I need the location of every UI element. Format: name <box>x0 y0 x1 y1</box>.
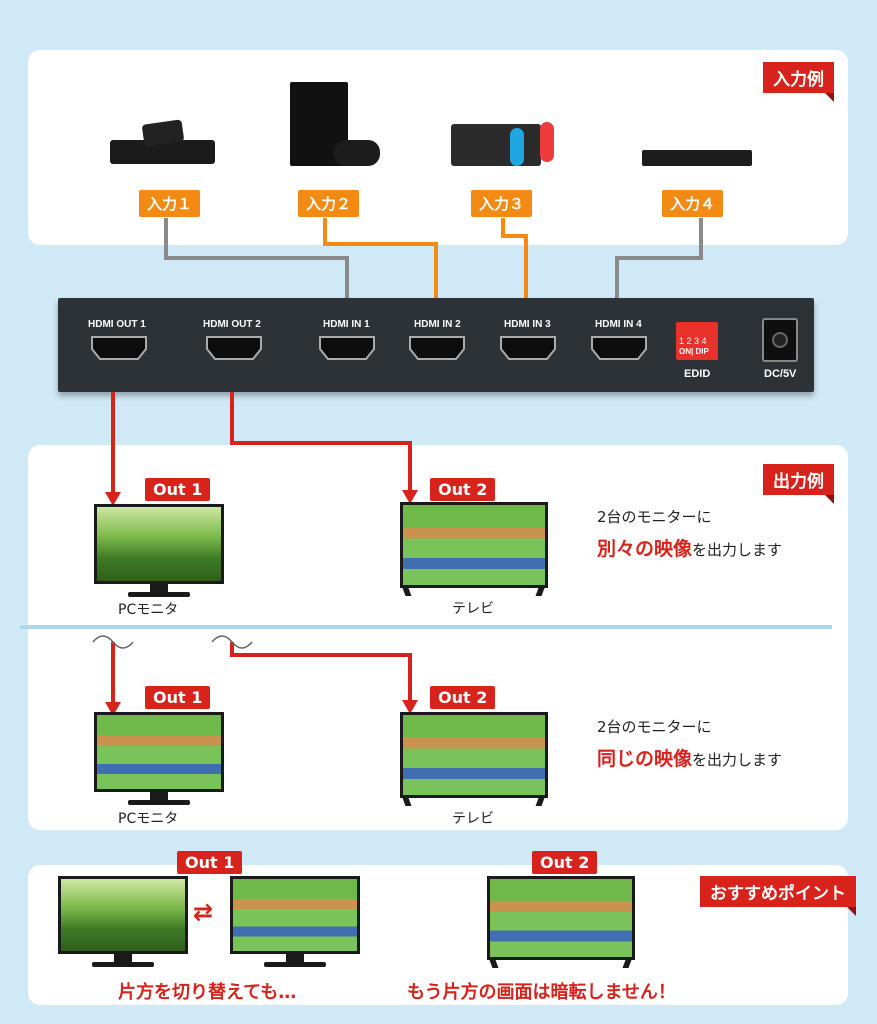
dip-switch[interactable]: 1 2 3 4 ON| DIP <box>676 322 718 360</box>
point-middle-monitor-screen <box>230 876 360 954</box>
case1-pc-monitor-base <box>128 592 190 597</box>
case2-pc-monitor-stand <box>150 792 168 800</box>
case2-description-line1: 2台のモニターに <box>597 718 712 736</box>
case1-pc-monitor-stand <box>150 584 168 592</box>
case1-description-line1: 2台のモニターに <box>597 508 712 526</box>
output-wires <box>92 392 418 716</box>
point-left-monitor-base <box>92 962 154 967</box>
point-out1-label: Out 1 <box>177 851 243 874</box>
point-right-text: もう片方の画面は暗転しません！ <box>407 982 676 1003</box>
dc-power-port[interactable] <box>762 318 798 362</box>
bluray-recorder-image <box>642 150 752 166</box>
case2-description-line2: 同じの映像を出力します <box>597 744 782 771</box>
case2-tv-screen <box>400 712 548 798</box>
point-left-monitor-stand <box>114 954 132 962</box>
port-label-in3: HDMI IN 3 <box>504 319 551 330</box>
joycon-blue-image <box>510 128 524 166</box>
edid-label: EDID <box>684 368 711 380</box>
dip-switch-sub: ON| DIP <box>679 347 709 356</box>
port-label-out2: HDMI OUT 2 <box>203 319 261 330</box>
dc-power-hole <box>772 332 788 348</box>
case2-tv-caption: テレビ <box>452 811 494 827</box>
case1-rest: を出力します <box>692 541 783 559</box>
case1-highlight: 別々の映像 <box>597 538 693 560</box>
point-left-monitor-screen <box>58 876 188 954</box>
hdmi-in-3-port[interactable] <box>499 335 557 361</box>
output-divider <box>20 625 832 629</box>
hdmi-in-2-port[interactable] <box>408 335 466 361</box>
case2-out1-label: Out 1 <box>145 686 211 709</box>
case1-tv-screen <box>400 502 548 588</box>
input-label-3: 入力３ <box>471 190 533 217</box>
switch-dock-image <box>451 124 541 166</box>
port-label-in4: HDMI IN 4 <box>595 319 642 330</box>
recommended-point-tag: おすすめポイント <box>700 876 856 916</box>
case2-out2-label: Out 2 <box>430 686 496 709</box>
case1-pc-caption: PCモニタ <box>118 602 179 618</box>
case1-pc-monitor-screen <box>94 504 224 584</box>
hdmi-in-1-port[interactable] <box>318 335 376 361</box>
point-middle-monitor-base <box>264 962 326 967</box>
case1-out2-label: Out 2 <box>430 478 496 501</box>
point-left-text: 片方を切り替えても… <box>118 982 297 1003</box>
case2-rest: を出力します <box>692 751 783 769</box>
hdmi-out-2-port[interactable] <box>205 335 263 361</box>
joycon-red-image <box>540 122 554 162</box>
port-label-in1: HDMI IN 1 <box>323 319 370 330</box>
dc-power-label: DC/5V <box>764 368 797 380</box>
dip-switch-numbers: 1 2 3 4 <box>679 336 707 346</box>
case1-description-line2: 別々の映像を出力します <box>597 534 782 561</box>
case2-pc-monitor-screen <box>94 712 224 792</box>
input-label-4: 入力４ <box>662 190 724 217</box>
point-tv-screen <box>487 876 635 960</box>
hdmi-in-4-port[interactable] <box>590 335 648 361</box>
input-example-tag: 入力例 <box>763 62 834 102</box>
case2-pc-monitor-base <box>128 800 190 805</box>
port-label-in2: HDMI IN 2 <box>414 319 461 330</box>
point-middle-monitor-stand <box>286 954 304 962</box>
swap-arrows-icon: ⇄ <box>193 898 214 926</box>
case2-highlight: 同じの映像 <box>597 748 693 770</box>
case1-tv-caption: テレビ <box>452 601 494 617</box>
output-example-tag: 出力例 <box>763 464 834 504</box>
port-label-out1: HDMI OUT 1 <box>88 319 146 330</box>
hdmi-out-1-port[interactable] <box>90 335 148 361</box>
point-out2-label: Out 2 <box>532 851 598 874</box>
case2-pc-caption: PCモニタ <box>118 811 179 827</box>
game-controller-image <box>334 140 380 166</box>
case1-out1-label: Out 1 <box>145 478 211 501</box>
input-label-2: 入力２ <box>298 190 360 217</box>
input-label-1: 入力１ <box>139 190 201 217</box>
